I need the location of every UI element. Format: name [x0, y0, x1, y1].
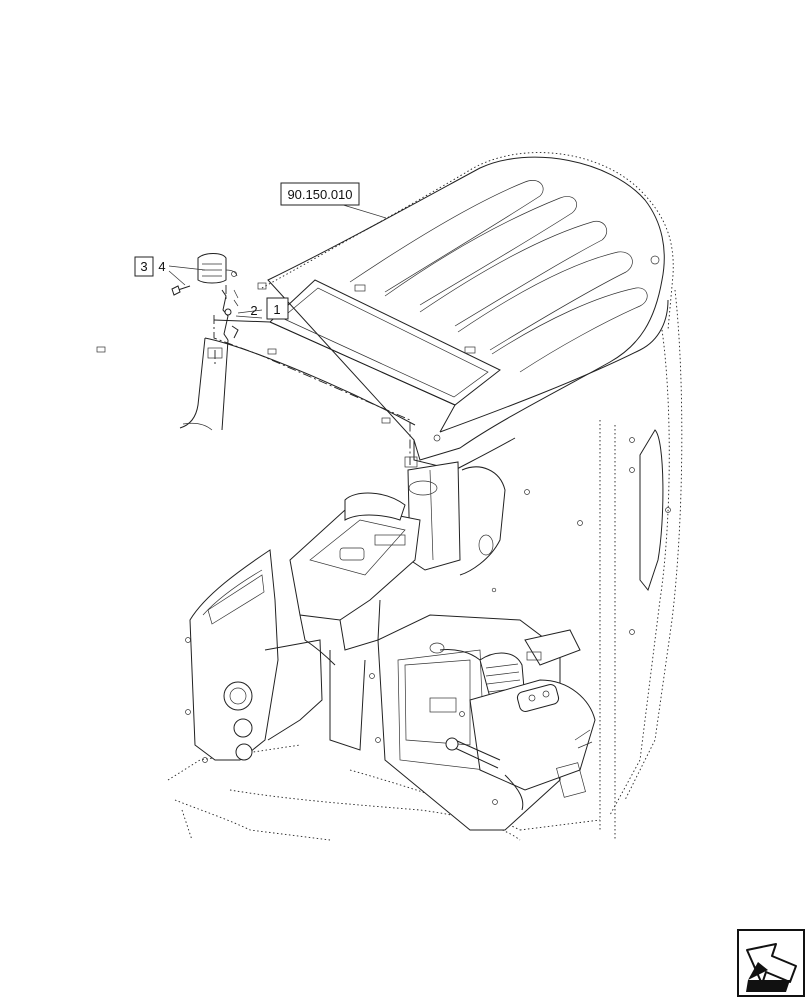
callout-item-4[interactable]: 4	[158, 259, 165, 274]
cab-roof	[96, 152, 674, 471]
work-light-assembly	[171, 253, 418, 468]
leader-lines	[168, 203, 387, 319]
right-control-console	[369, 489, 596, 831]
item-4-label: 4	[158, 259, 165, 274]
left-side-panel	[185, 549, 323, 763]
item-2-label: 2	[250, 303, 257, 318]
reference-label: 90.150.010	[287, 187, 352, 202]
callout-item-2[interactable]: 2	[250, 303, 257, 318]
centre-console	[289, 461, 506, 751]
callout-item-1[interactable]: 1	[266, 297, 289, 320]
work-light-icon	[197, 253, 227, 284]
item-3-label: 3	[140, 259, 147, 274]
callout-item-3[interactable]: 3	[134, 256, 154, 277]
callout-reference[interactable]: 90.150.010	[280, 182, 360, 206]
item-1-label: 1	[273, 302, 280, 317]
next-page-arrow-icon[interactable]	[737, 929, 805, 997]
